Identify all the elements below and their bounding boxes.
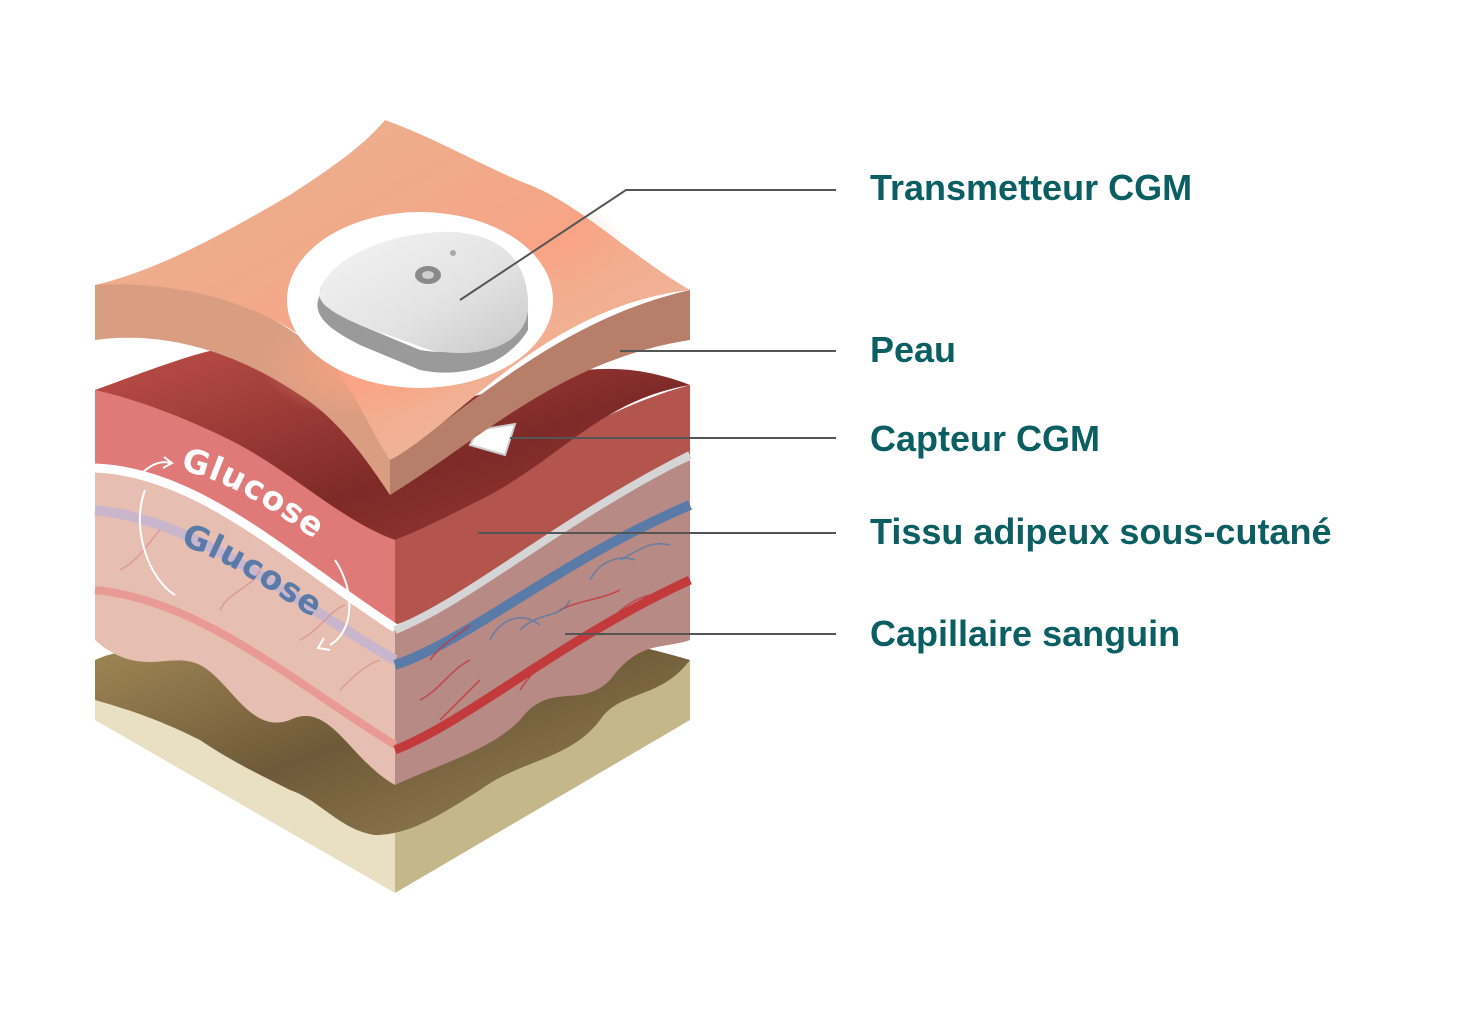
label-capillaire-sanguin: Capillaire sanguin bbox=[870, 613, 1181, 654]
label-transmetteur-cgm: Transmetteur CGM bbox=[870, 167, 1193, 208]
leader-transmitter bbox=[459, 189, 836, 301]
cgm-transmitter-device bbox=[287, 212, 553, 388]
fat-layer bbox=[94, 460, 692, 785]
leader-lines bbox=[459, 189, 836, 635]
label-capteur-cgm: Capteur CGM bbox=[870, 418, 1101, 459]
glucose-exchange-arrows bbox=[138, 456, 351, 651]
label-peau: Peau bbox=[870, 329, 957, 370]
label-tissu-adipeux: Tissu adipeux sous-cutané bbox=[870, 511, 1332, 552]
